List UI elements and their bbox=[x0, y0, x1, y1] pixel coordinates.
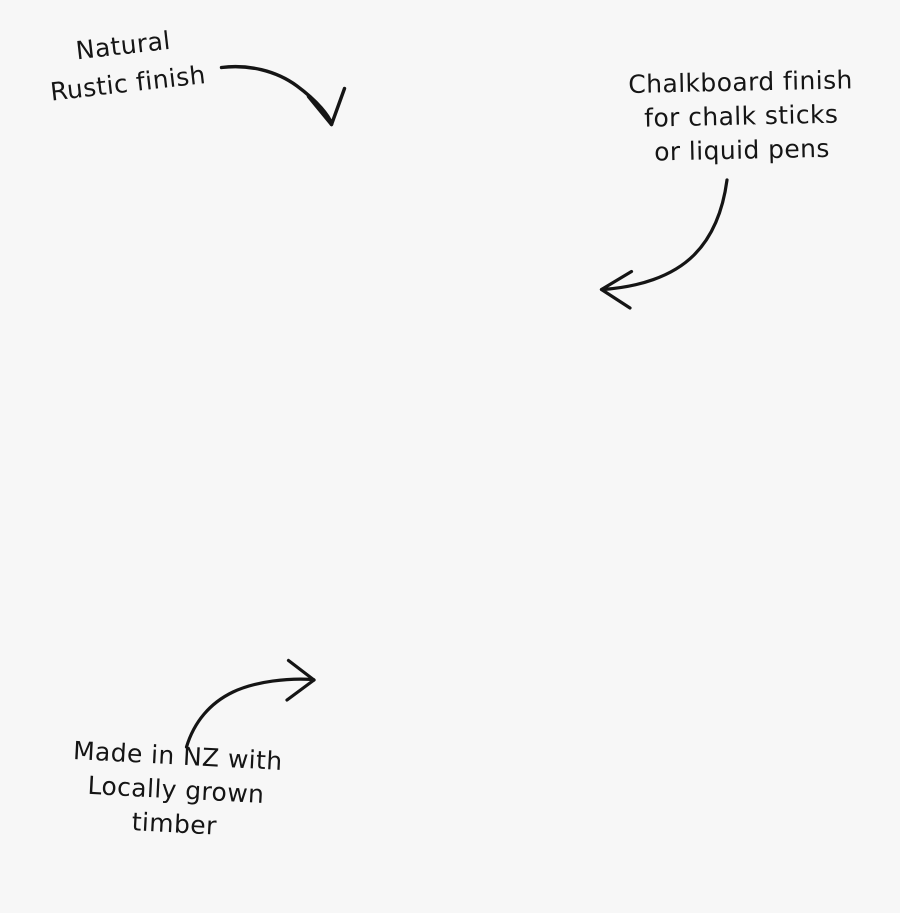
curved-arrow-up-right-icon bbox=[184, 658, 316, 749]
callout-line: or liquid pens bbox=[653, 133, 831, 167]
callout-line: for chalk sticks bbox=[643, 99, 839, 133]
callout-chalkboard-finish: Chalkboard finish for chalk sticks or li… bbox=[628, 63, 854, 170]
curved-arrow-down-right-icon bbox=[219, 64, 347, 127]
callout-made-in-nz: Made in NZ with Locally grown timber bbox=[69, 734, 284, 847]
callout-natural-rustic-finish: Natural Rustic finish bbox=[44, 18, 208, 111]
curved-arrow-down-left-icon bbox=[599, 178, 729, 310]
callout-line: Rustic finish bbox=[48, 60, 208, 107]
callout-line: Chalkboard finish bbox=[628, 65, 853, 99]
